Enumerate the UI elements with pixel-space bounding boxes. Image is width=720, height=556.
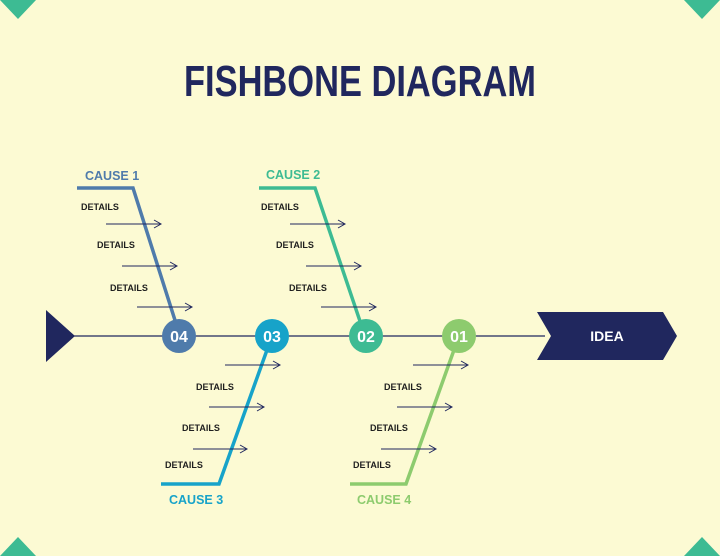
cause-label: CAUSE 3 xyxy=(169,493,223,507)
detail-label: DETAILS xyxy=(97,240,135,250)
node-03[interactable]: 03 xyxy=(255,319,289,353)
cause-branch-4: CAUSE 4 DETAILS DETAILS DETAILS xyxy=(350,335,470,507)
cause-branch-1: CAUSE 1 DETAILS DETAILS DETAILS xyxy=(77,169,194,337)
detail-label: DETAILS xyxy=(370,423,408,433)
tail-triangle-icon xyxy=(46,310,75,362)
arrow-icon xyxy=(106,219,194,312)
arrow-icon xyxy=(193,360,282,454)
corner-triangle-top-right xyxy=(684,0,720,19)
detail-label: DETAILS xyxy=(289,283,327,293)
detail-label: DETAILS xyxy=(196,382,234,392)
detail-label: DETAILS xyxy=(276,240,314,250)
node-02[interactable]: 02 xyxy=(349,319,383,353)
corner-triangle-top-left xyxy=(0,0,36,19)
arrow-icon xyxy=(381,360,470,454)
detail-label: DETAILS xyxy=(261,202,299,212)
node-number: 04 xyxy=(170,329,188,346)
cause-branch-2: CAUSE 2 DETAILS DETAILS DETAILS xyxy=(259,168,378,337)
detail-label: DETAILS xyxy=(353,460,391,470)
corner-triangle-bottom-right xyxy=(684,537,720,556)
node-number: 02 xyxy=(357,329,375,346)
detail-label: DETAILS xyxy=(110,283,148,293)
detail-label: DETAILS xyxy=(182,423,220,433)
detail-label: DETAILS xyxy=(165,460,203,470)
cause-label: CAUSE 4 xyxy=(357,493,411,507)
detail-label: DETAILS xyxy=(384,382,422,392)
node-number: 01 xyxy=(450,329,468,346)
node-number: 03 xyxy=(263,329,281,346)
idea-label: IDEA xyxy=(590,328,623,344)
cause-label: CAUSE 2 xyxy=(266,168,320,182)
cause-branch-3: CAUSE 3 DETAILS DETAILS DETAILS xyxy=(161,335,282,507)
arrow-icon xyxy=(290,219,378,312)
corner-triangle-bottom-left xyxy=(0,537,36,556)
idea-head: IDEA xyxy=(537,312,677,360)
node-04[interactable]: 04 xyxy=(162,319,196,353)
node-01[interactable]: 01 xyxy=(442,319,476,353)
page-title: FISHBONE DIAGRAM xyxy=(184,57,536,106)
detail-label: DETAILS xyxy=(81,202,119,212)
cause-label: CAUSE 1 xyxy=(85,169,139,183)
